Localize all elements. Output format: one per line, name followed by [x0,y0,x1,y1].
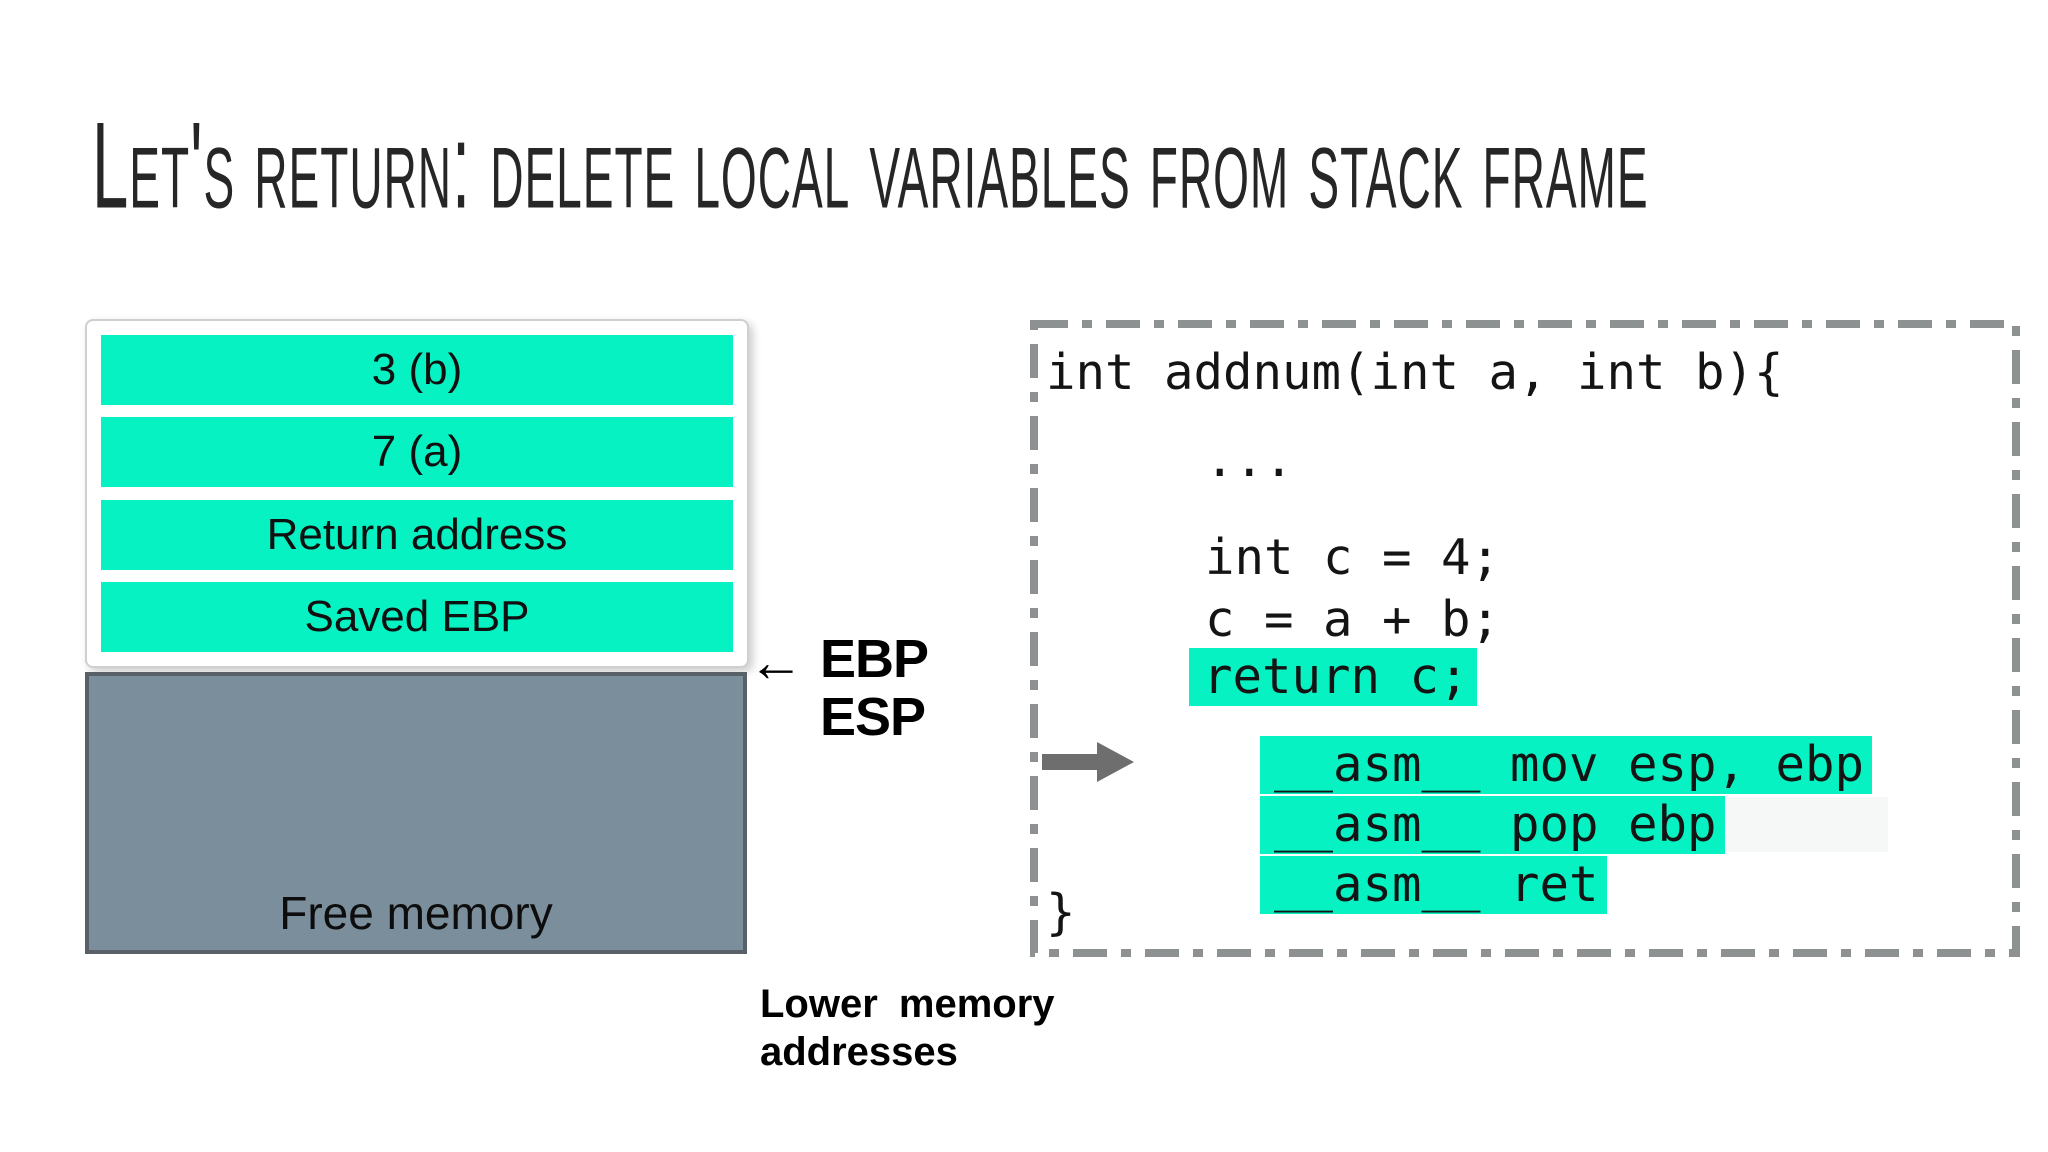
code-line-return-c: return c; [1189,648,1477,706]
right-arrow-icon [1042,742,1134,782]
faint-highlight-rect [1726,797,1888,852]
free-memory-box: Free memory [85,672,747,954]
code-line-asm-mov: __asm__ mov esp, ebp [1260,736,1873,794]
stack-cell-label: 3 (b) [371,345,463,394]
dashed-border [1030,320,2020,957]
right-arrow-head [1097,742,1134,782]
stack-frame-panel: 3 (b) 7 (a) Return address Saved EBP [85,319,749,668]
code-line-c-assign: c = a + b; [1205,591,1501,648]
ebp-pointer-label: EBP [820,629,929,689]
stack-cell-return-address: Return address [101,499,733,570]
lower-memory-line1: Lower memory [760,982,1055,1026]
stack-cell-label: 7 (a) [371,427,463,477]
esp-pointer-label: ESP [820,687,926,747]
code-line-int-c: int c = 4; [1205,529,1501,586]
stack-cell-label: Saved EBP [304,591,530,641]
stack-cell-saved-ebp: Saved EBP [101,581,733,652]
stack-cell-label: Return address [266,509,568,559]
left-arrow-icon: ← [748,630,804,693]
right-arrow-bar [1042,754,1097,770]
stack-cell-a: 7 (a) [101,417,733,488]
lower-memory-line2: addresses [760,1030,958,1074]
slide-title: Let's return: delete local variables fro… [92,97,1649,235]
code-line-asm-pop: __asm__ pop ebp [1260,796,1725,854]
code-line-function-signature: int addnum(int a, int b){ [1046,344,1784,401]
lower-memory-caption: Lower memory addresses [760,980,1055,1076]
code-line-closing-brace: } [1046,884,1076,941]
stack-cell-b: 3 (b) [101,335,733,405]
free-memory-label: Free memory [279,887,553,939]
code-line-asm-ret: __asm__ ret [1260,856,1607,914]
code-line-ellipsis: ... [1205,431,1294,488]
